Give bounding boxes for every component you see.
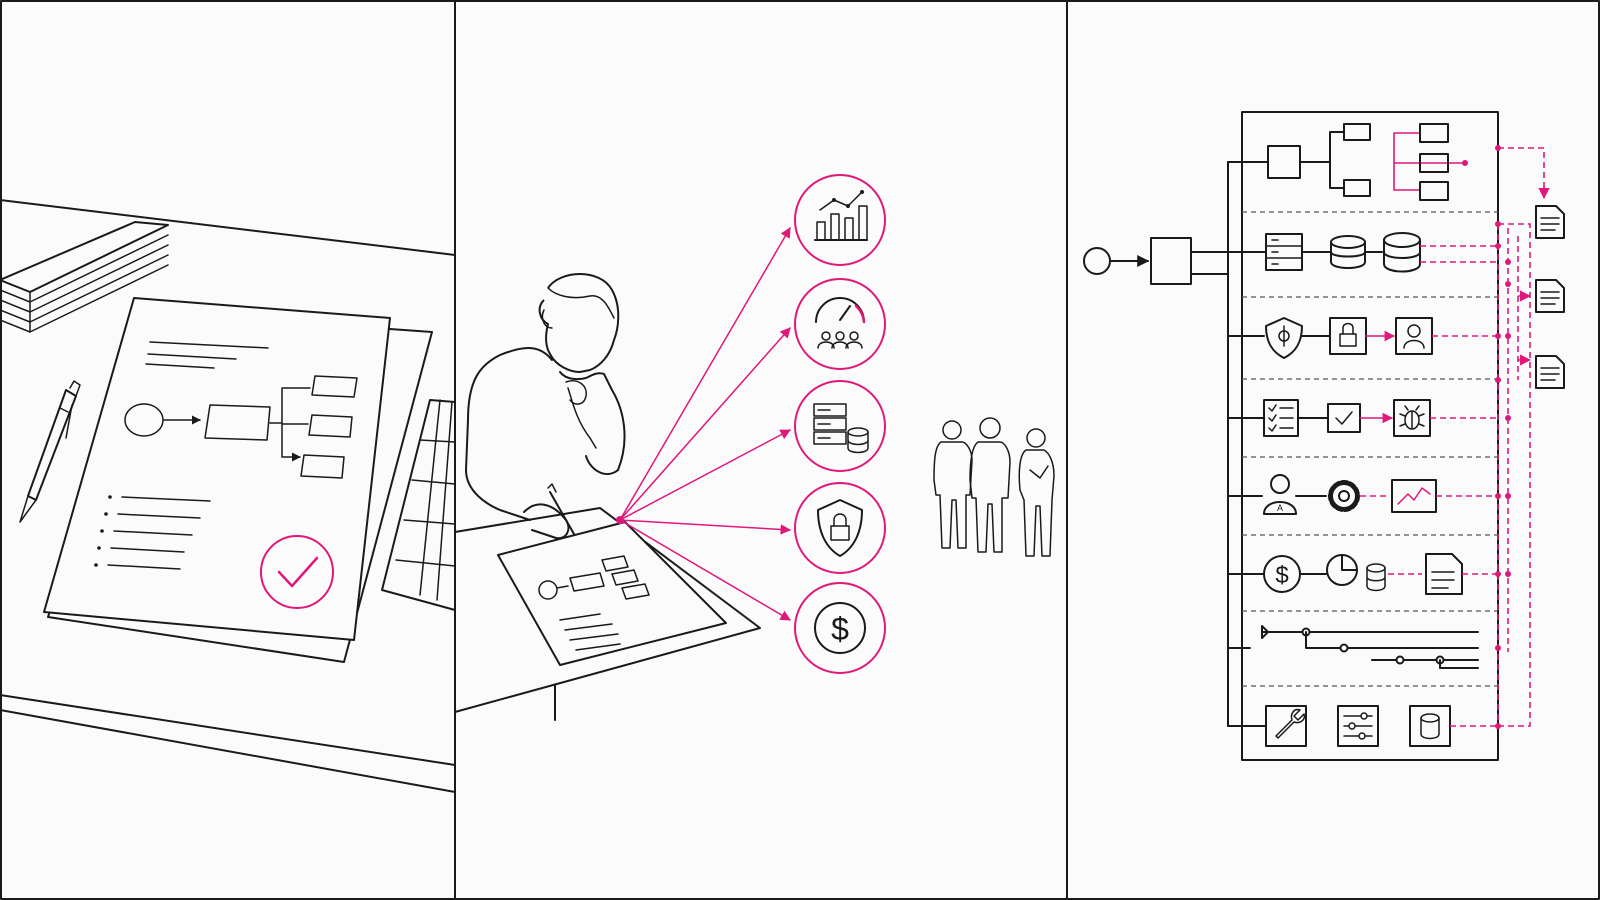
planning-desk-panel bbox=[0, 199, 456, 793]
bullet-list bbox=[94, 495, 211, 570]
dollar-icon: $ bbox=[1263, 555, 1301, 593]
entry-node-icon bbox=[1083, 247, 1111, 275]
tools-row bbox=[1265, 705, 1496, 747]
blueprint-sheet bbox=[497, 521, 727, 666]
lock-icon bbox=[1329, 317, 1367, 355]
node-box-icon bbox=[1267, 145, 1301, 179]
wrench-icon bbox=[1265, 705, 1307, 747]
grid-sheet-icon bbox=[381, 399, 456, 611]
timeline-icon bbox=[1261, 625, 1479, 669]
user-icon: A bbox=[1263, 474, 1297, 515]
tree-branch-icon bbox=[1299, 131, 1345, 189]
pen-icon bbox=[19, 380, 81, 523]
shield-icon bbox=[1265, 317, 1303, 359]
security-row bbox=[1265, 317, 1496, 359]
svg-text:$: $ bbox=[1275, 562, 1288, 589]
checklist-icon bbox=[1263, 399, 1299, 437]
output-document-icon bbox=[1535, 279, 1565, 313]
server-database-icon bbox=[794, 380, 886, 472]
performance-gauge-icon bbox=[794, 278, 886, 370]
architect-panel: $ bbox=[454, 174, 1055, 721]
check-box-icon bbox=[1327, 403, 1361, 433]
analytics-chart-icon bbox=[794, 174, 886, 266]
architecture-diagram-panel: A $ bbox=[1083, 111, 1565, 761]
database-large-icon bbox=[1383, 232, 1421, 273]
gear-icon bbox=[1328, 480, 1360, 512]
cost-dollar-icon: $ bbox=[794, 582, 886, 674]
output-connections bbox=[1495, 145, 1550, 729]
pie-database-icon bbox=[1326, 554, 1386, 592]
user-profile-icon bbox=[1395, 317, 1433, 355]
monitor-chart-icon bbox=[1391, 479, 1437, 513]
connection-arrows bbox=[616, 227, 792, 621]
report-document-icon bbox=[1425, 553, 1463, 595]
timeline-row bbox=[1261, 625, 1479, 669]
svg-text:A: A bbox=[1277, 503, 1283, 513]
storage-icon bbox=[1409, 705, 1451, 747]
operations-row: A bbox=[1263, 474, 1496, 515]
cost-row: $ bbox=[1263, 553, 1496, 595]
sliders-icon bbox=[1337, 705, 1379, 747]
team-people-icon bbox=[933, 417, 1055, 557]
database-icon bbox=[1330, 235, 1366, 269]
output-document-icon bbox=[1535, 355, 1565, 389]
document-stack-icon bbox=[0, 221, 169, 333]
flowchart-document-icon bbox=[43, 297, 391, 641]
svg-text:$: $ bbox=[831, 611, 849, 647]
server-rack-icon bbox=[1265, 233, 1303, 271]
bug-icon bbox=[1393, 399, 1431, 437]
security-shield-lock-icon bbox=[794, 482, 886, 574]
architect-figure bbox=[465, 273, 626, 549]
checkmark-circle-icon bbox=[260, 535, 334, 609]
gateway-box-icon bbox=[1150, 237, 1192, 285]
output-document-icon bbox=[1535, 205, 1565, 239]
data-row bbox=[1265, 232, 1496, 273]
hierarchy-row bbox=[1267, 123, 1468, 201]
testing-row bbox=[1263, 399, 1496, 437]
